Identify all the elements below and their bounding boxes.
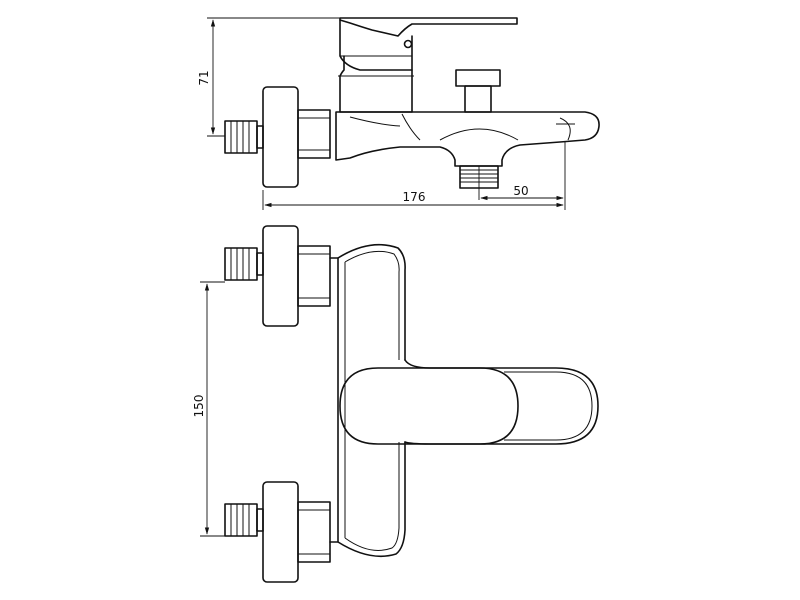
dimension-inlet-spacing-label: 150 (192, 395, 206, 418)
lower-inlet-thread (224, 503, 264, 537)
valve-body (338, 55, 414, 113)
dimension-total-length: 176 (262, 142, 566, 210)
dimension-height-label: 71 (197, 70, 211, 85)
dimension-spout-offset: 50 (478, 166, 564, 201)
diverter-knob (455, 69, 501, 113)
upper-flange (262, 225, 331, 327)
inlet-thread (224, 120, 264, 154)
lever-handle (339, 17, 518, 71)
side-view: 71 176 50 (197, 17, 600, 210)
dimension-inlet-spacing: 150 (192, 281, 225, 537)
wall-flange (262, 86, 331, 188)
lower-flange (262, 481, 331, 583)
top-view: 150 (192, 225, 599, 583)
upper-inlet-thread (224, 247, 264, 281)
spout (335, 111, 600, 167)
body-bar (329, 243, 406, 558)
dimension-height: 71 (197, 17, 340, 137)
dimension-spout-offset-label: 50 (513, 184, 528, 198)
lever-top (339, 367, 519, 445)
dimension-total-length-label: 176 (403, 190, 426, 204)
